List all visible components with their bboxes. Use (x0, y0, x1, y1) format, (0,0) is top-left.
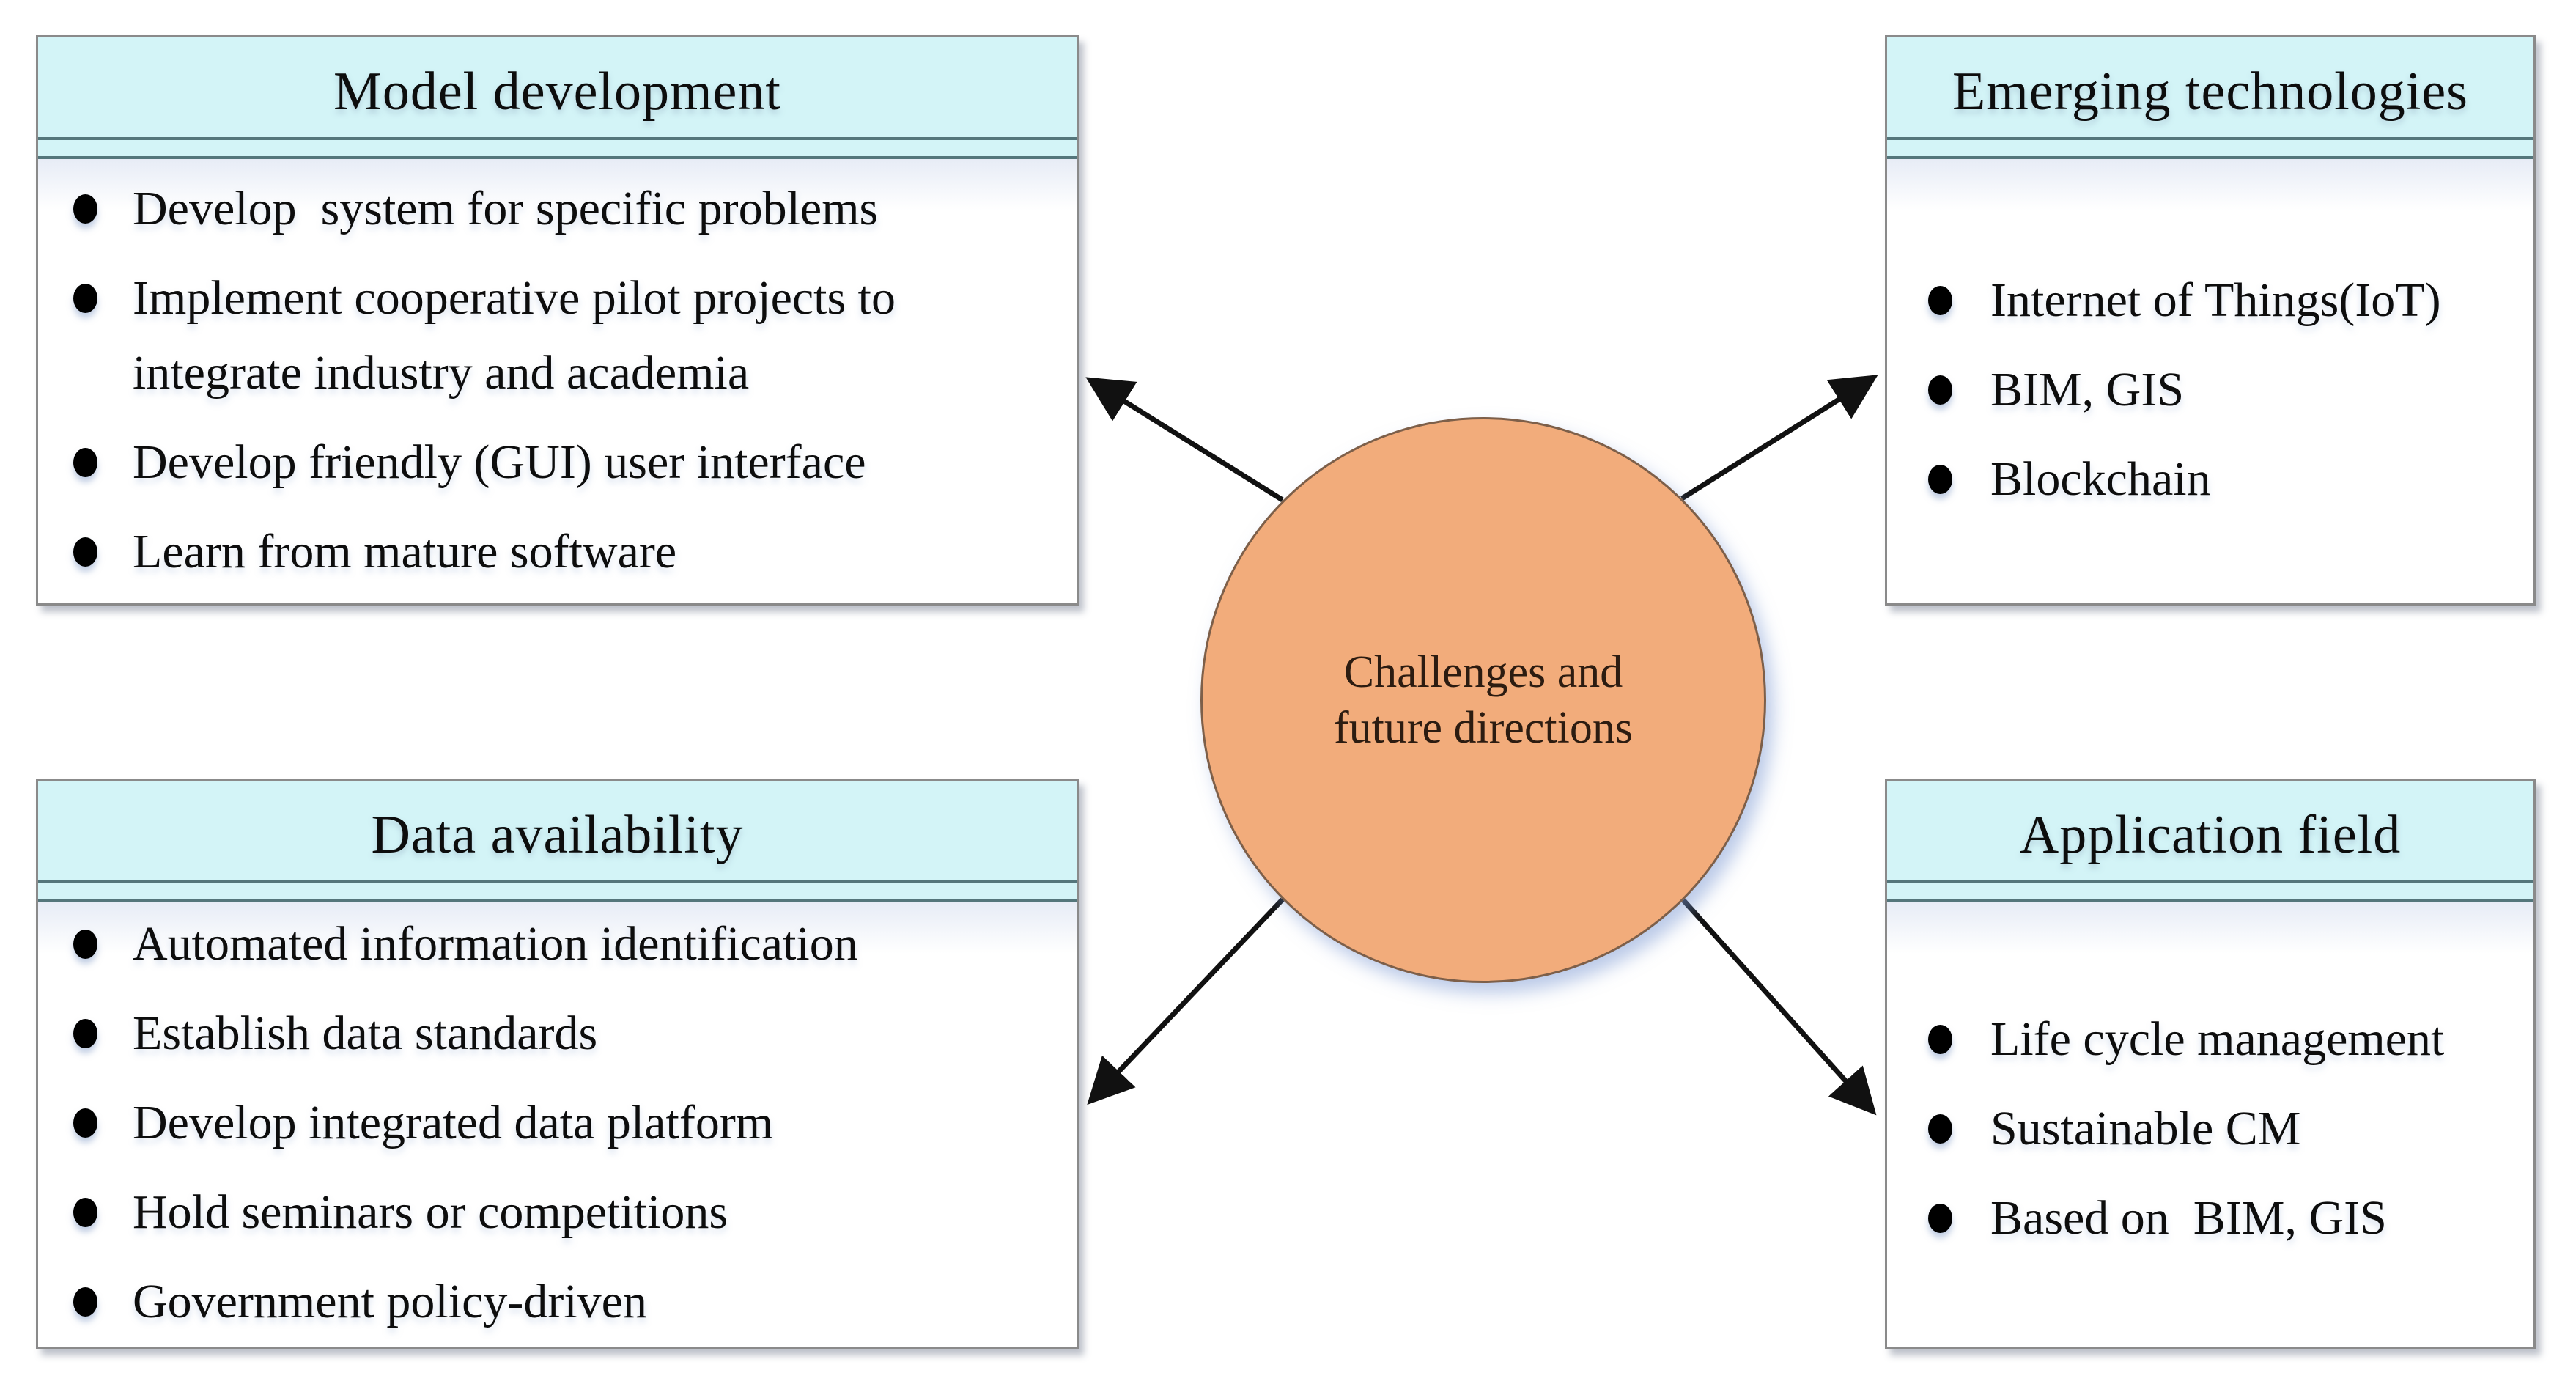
list-item: Internet of Things(IoT) (1928, 263, 2526, 338)
bullet-icon (73, 1198, 97, 1227)
arrow-to-data-availability (1087, 897, 1285, 1105)
list-item: Hold seminars or competitions (73, 1175, 1056, 1250)
list-item-label: Implement cooperative pilot projects to … (133, 271, 908, 400)
list-item-label: Internet of Things(IoT) (1990, 273, 2441, 327)
bullet-icon (73, 537, 97, 567)
panel-title: Application field (1887, 781, 2533, 883)
list-item: Based on BIM, GIS (1928, 1181, 2526, 1256)
list-item: Government policy-driven (73, 1265, 1056, 1339)
bullet-icon (1928, 286, 1952, 315)
list-item-label: BIM, GIS (1990, 363, 2185, 416)
bullet-icon (73, 1019, 97, 1048)
panel-header-strip (1887, 883, 2533, 902)
panel-emerging-technologies: Emerging technologies Internet of Things… (1885, 35, 2536, 606)
list-item: Implement cooperative pilot projects to … (73, 261, 1056, 411)
center-node: Challenges and future directions (1200, 417, 1766, 983)
panel-title: Data availability (38, 781, 1077, 883)
list-item: BIM, GIS (1928, 353, 2526, 427)
bullet-icon (73, 930, 97, 959)
bullet-icon (1928, 1114, 1952, 1144)
list-item: Sustainable CM (1928, 1092, 2526, 1166)
list-item-label: Based on BIM, GIS (1990, 1191, 2387, 1245)
bullet-icon (73, 194, 97, 224)
panel-header-strip (38, 140, 1077, 159)
bullet-icon (73, 284, 97, 313)
list-item-label: Hold seminars or competitions (133, 1185, 728, 1239)
list-item-label: Develop system for specific problems (133, 182, 879, 235)
panel-header-strip (1887, 140, 2533, 159)
panel-application-field: Application field Life cycle management … (1885, 779, 2536, 1349)
arrow-to-application-field (1681, 898, 1877, 1116)
bullet-icon (1928, 465, 1952, 494)
panel-model-development: Model development Develop system for spe… (36, 35, 1079, 606)
center-node-label: Challenges and future directions (1333, 647, 1634, 753)
list-item-label: Blockchain (1990, 452, 2211, 506)
list-item-label: Establish data standards (133, 1006, 598, 1060)
panel-body: Automated information identification Est… (38, 902, 1077, 1341)
list-item: Automated information identification (73, 907, 1056, 982)
list-item-label: Government policy-driven (133, 1275, 647, 1328)
panel-body: Develop system for specific problems Imp… (38, 159, 1077, 597)
bullet-icon (73, 1108, 97, 1138)
bullet-icon (1928, 1025, 1952, 1054)
list-item-label: Life cycle management (1990, 1012, 2445, 1066)
bullet-icon (73, 1287, 97, 1317)
panel-data-availability: Data availability Automated information … (36, 779, 1079, 1349)
panel-title: Model development (38, 37, 1077, 140)
list-item: Life cycle management (1928, 1002, 2526, 1077)
panel-header-strip (38, 883, 1077, 902)
list-item: Blockchain (1928, 442, 2526, 517)
arrow-to-emerging-technologies (1680, 375, 1878, 501)
panel-title: Emerging technologies (1887, 37, 2533, 140)
bullet-icon (73, 448, 97, 477)
list-item-label: Develop friendly (GUI) user interface (133, 435, 866, 489)
arrow-to-model-development (1085, 377, 1284, 502)
panel-body: Life cycle management Sustainable CM Bas… (1887, 902, 2533, 1341)
list-item: Establish data standards (73, 996, 1056, 1071)
list-item-label: Sustainable CM (1990, 1102, 2301, 1155)
list-item: Develop friendly (GUI) user interface (73, 425, 1056, 500)
panel-body: Internet of Things(IoT) BIM, GIS Blockch… (1887, 159, 2533, 597)
bullet-icon (1928, 1204, 1952, 1233)
list-item: Develop integrated data platform (73, 1086, 1056, 1160)
list-item: Learn from mature software (73, 515, 1056, 589)
list-item: Develop system for specific problems (73, 172, 1056, 246)
list-item-label: Develop integrated data platform (133, 1096, 774, 1149)
list-item-label: Learn from mature software (133, 525, 677, 578)
list-item-label: Automated information identification (133, 917, 858, 971)
bullet-icon (1928, 375, 1952, 405)
